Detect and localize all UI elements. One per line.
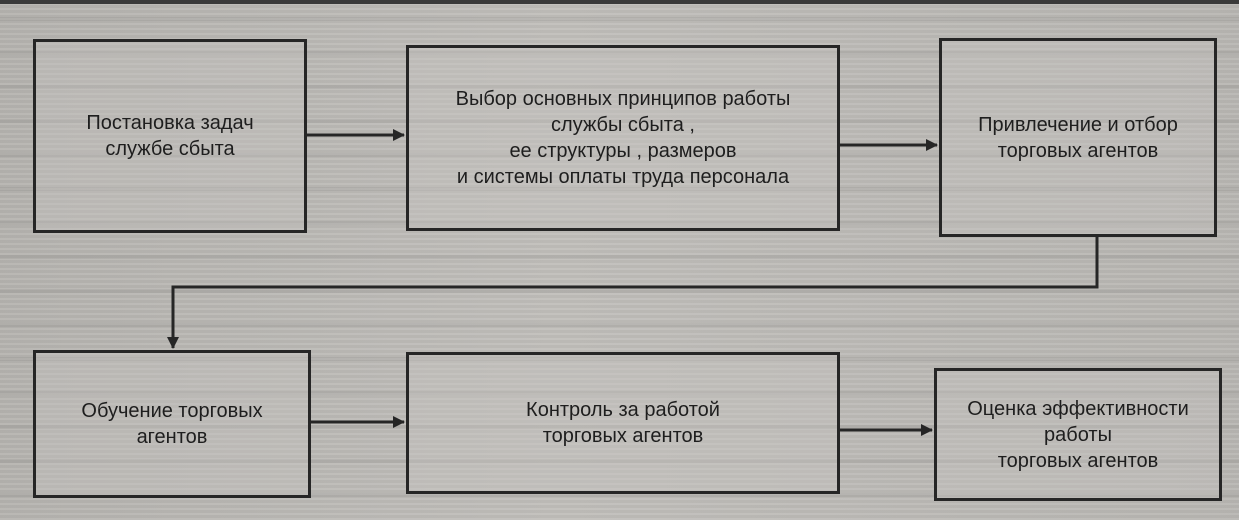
box-set-sales-tasks: Постановка задач службе сбыта [33,39,307,233]
box-control-agents: Контроль за работой торговых агентов [406,352,840,494]
box-label: Постановка задач службе сбыта [86,112,254,160]
box-evaluate-agents: Оценка эффективности работы торговых аге… [934,368,1222,501]
box-label: Контроль за работой торговых агентов [526,399,720,447]
box-label: Обучение торговых агентов [81,400,263,448]
box-recruit-agents: Привлечение и отбор торговых агентов [939,38,1217,237]
box-choose-principles: Выбор основных принципов работы службы с… [406,45,840,231]
box-train-agents: Обучение торговых агентов [33,350,311,498]
box-label: Оценка эффективности работы торговых аге… [967,397,1189,472]
box-label: Выбор основных принципов работы службы с… [455,88,791,188]
box-label: Привлечение и отбор торговых агентов [978,113,1178,162]
arrow-b3-to-b4 [167,237,1099,349]
top-border-line [0,0,1239,4]
